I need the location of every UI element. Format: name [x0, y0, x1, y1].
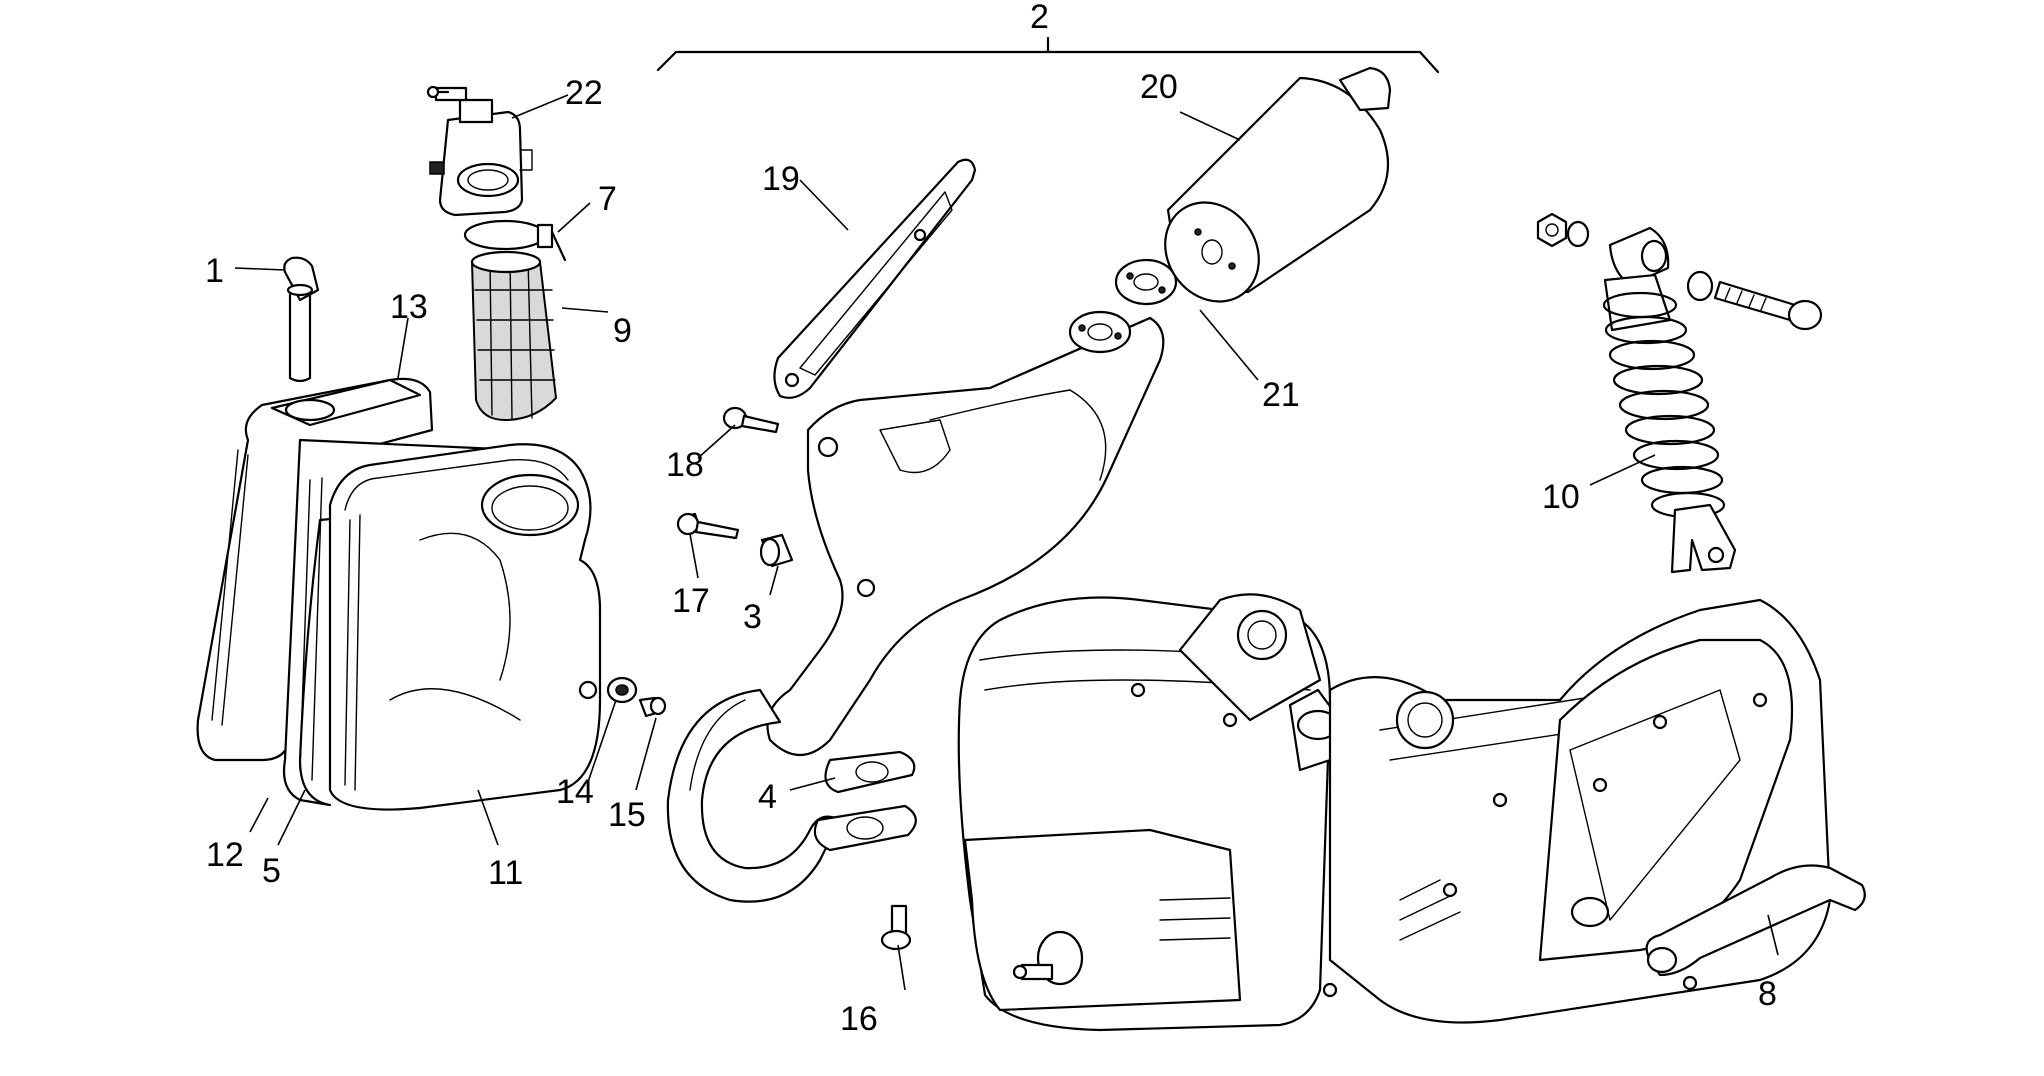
carburettor-part-22 [426, 85, 533, 217]
callout-8: 8 [1758, 975, 1777, 1013]
callout-17: 17 [672, 582, 710, 620]
assembly-2-bracket [656, 36, 1440, 74]
breather-tube-part-1 [283, 256, 320, 383]
callout-14: 14 [556, 773, 594, 811]
heat-shield-part-19 [773, 158, 977, 399]
end-can-part-20 [1164, 66, 1392, 303]
callout-2: 2 [1030, 0, 1049, 36]
callout-20: 20 [1140, 68, 1178, 106]
callout-7: 7 [598, 180, 617, 218]
callout-11: 11 [488, 854, 523, 892]
callout-4: 4 [758, 778, 777, 816]
callout-labels: 1 2 3 4 5 7 8 9 10 11 12 13 14 15 16 17 … [205, 0, 1777, 1038]
air-filter-box [196, 377, 602, 811]
callout-13: 13 [390, 288, 428, 326]
bolt-part-16 [880, 904, 912, 951]
grommet-part-14 [606, 676, 638, 704]
callout-9: 9 [613, 312, 632, 350]
callout-5: 5 [262, 852, 281, 890]
callout-10: 10 [1542, 478, 1580, 516]
callout-15: 15 [608, 796, 646, 834]
callout-1: 1 [205, 252, 224, 290]
callout-18: 18 [666, 446, 704, 484]
spacer-part-3 [759, 533, 794, 568]
intake-sleeve-part-9 [470, 250, 558, 422]
clamp-part-7 [463, 219, 567, 262]
callout-22: 22 [565, 74, 603, 112]
leader-lines [234, 94, 1779, 991]
callout-12: 12 [206, 836, 244, 874]
shock-absorber-part-10 [1536, 212, 1823, 574]
callout-3: 3 [743, 598, 762, 636]
spacer-part-15 [638, 696, 667, 718]
gasket-part-21 [1068, 258, 1178, 354]
engine-block [957, 593, 1832, 1032]
callout-21: 21 [1262, 376, 1300, 414]
engine-studs [1130, 682, 1768, 998]
kick-lever-part-8 [1645, 864, 1866, 991]
bolt-part-18 [722, 406, 780, 434]
exhaust-gasket-part-4 [813, 750, 917, 852]
callout-16: 16 [840, 1000, 878, 1038]
bolt-part-17 [676, 512, 740, 540]
shock-spring [1602, 291, 1726, 519]
callout-19: 19 [762, 160, 800, 198]
